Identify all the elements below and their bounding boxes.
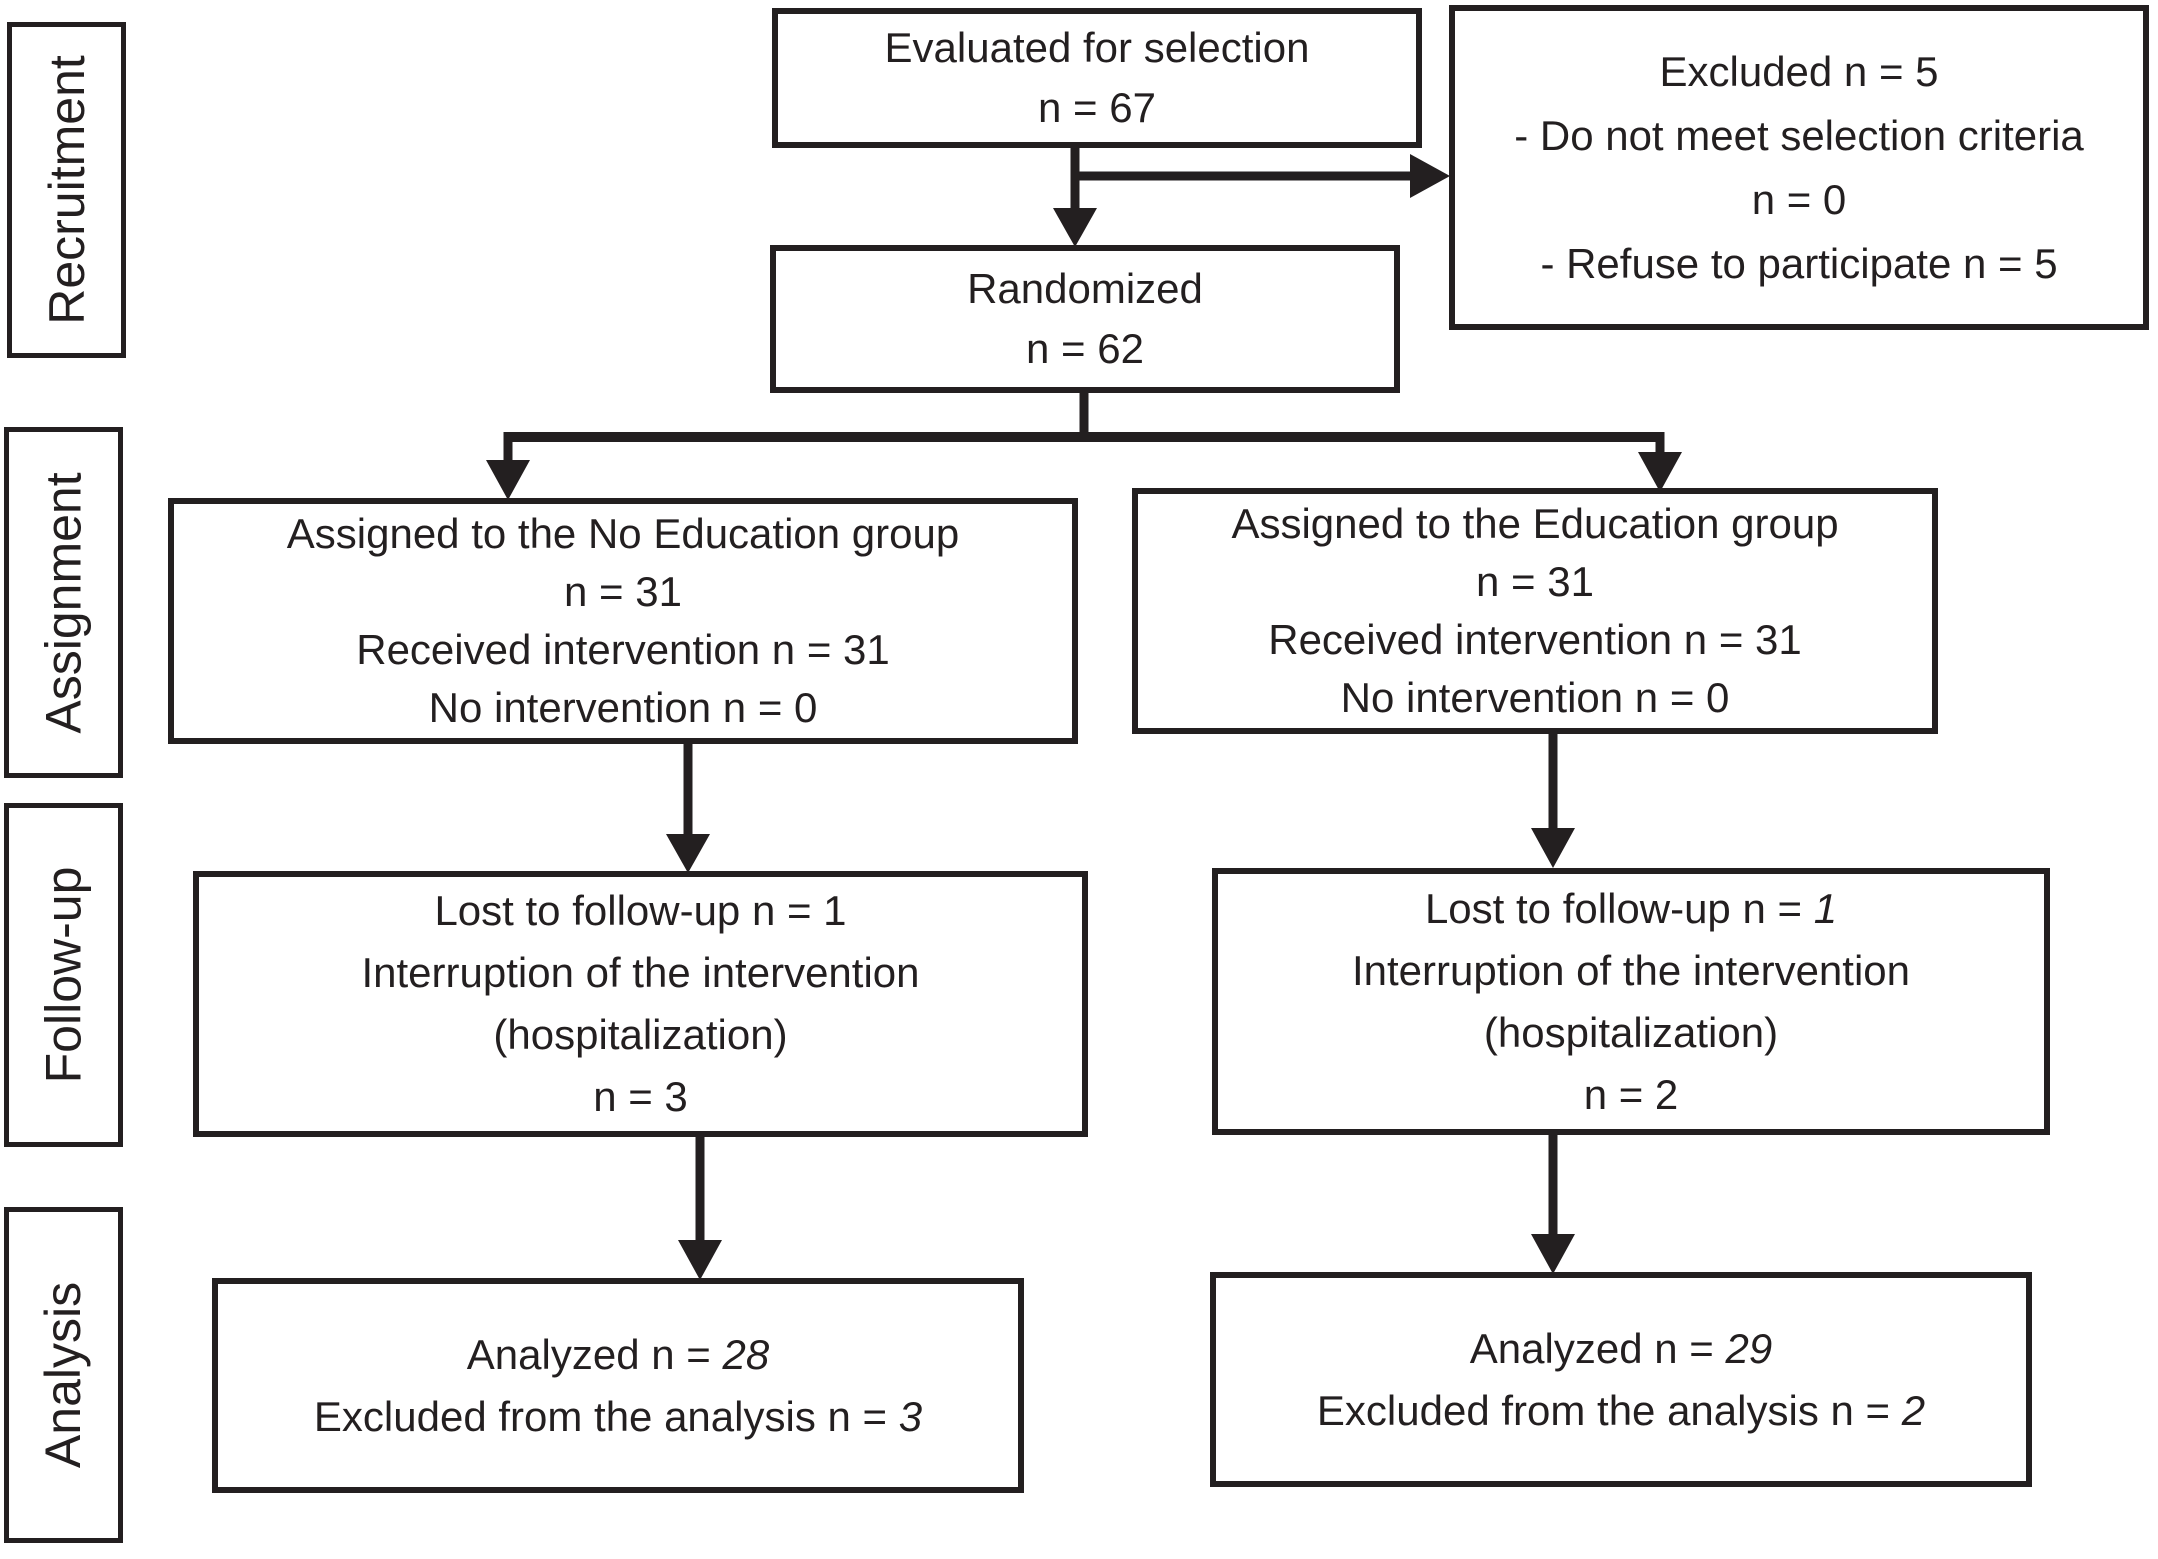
arrow-evaluated-to-excluded <box>1071 154 1450 198</box>
randomized-line-1: Randomized <box>967 265 1203 312</box>
excluded-box: Excluded n = 5 - Do not meet selection c… <box>1449 5 2149 330</box>
followup-no-education-box: Lost to follow-up n = 1 Interruption of … <box>193 871 1088 1137</box>
stage-label-assignment-text: Assignment <box>35 471 92 734</box>
followup-education-line-3: (hospitalization) <box>1483 1008 1779 1056</box>
analysis-education-line-2: Excluded from the analysis n = 2 <box>1317 1380 1925 1442</box>
evaluated-box: Evaluated for selection n = 67 <box>772 8 1422 148</box>
randomized-line-2: n = 62 <box>1026 325 1144 372</box>
excluded-line-4: - Refuse to participate n = 5 <box>1540 239 2058 287</box>
assigned-no-education-line-3: Received intervention n = 31 <box>356 626 890 673</box>
analysis-education-line-1: Analyzed n = 29 <box>1470 1318 1772 1380</box>
followup-no-education-line-1: Lost to follow-up n = 1 <box>434 887 847 934</box>
stage-label-followup: Follow-up <box>4 803 123 1147</box>
assigned-education-line-4: No intervention n = 0 <box>1340 674 1730 721</box>
assigned-education-line-3: Received intervention n = 31 <box>1268 616 1802 663</box>
followup-education-line-2: Interruption of the intervention <box>1351 946 1911 994</box>
excluded-line-1: Excluded n = 5 <box>1659 47 1939 95</box>
analysis-education-line-2-value: 2 <box>1901 1386 1926 1434</box>
analysis-education-box: Analyzed n = 29 Excluded from the analys… <box>1210 1272 2032 1487</box>
assigned-no-education-box: Assigned to the No Education group n = 3… <box>168 498 1078 744</box>
analysis-education-line-1-value: 29 <box>1725 1324 1773 1372</box>
arrow-assigned-no-education-to-followup <box>666 742 710 873</box>
assigned-education-line-2: n = 31 <box>1476 558 1594 605</box>
followup-no-education-line-3: (hospitalization) <box>493 1011 788 1058</box>
assigned-education-line-1: Assigned to the Education group <box>1231 500 1839 547</box>
stage-label-recruitment-text: Recruitment <box>38 55 95 325</box>
followup-no-education-line-2: Interruption of the intervention <box>361 949 920 996</box>
analysis-education-line-2-prefix: Excluded from the analysis n = <box>1316 1386 1902 1434</box>
followup-education-line-1: Lost to follow-up n = 1 <box>1425 878 1837 940</box>
excluded-line-3: n = 0 <box>1751 175 1847 223</box>
analysis-no-education-line-2-prefix: Excluded from the analysis n = <box>313 1392 899 1440</box>
evaluated-line-1: Evaluated for selection <box>884 24 1310 71</box>
followup-education-line-1-prefix: Lost to follow-up n = <box>1424 884 1814 932</box>
randomized-box: Randomized n = 62 <box>770 245 1400 393</box>
analysis-no-education-line-1-value: 28 <box>722 1330 770 1378</box>
arrow-followup-education-to-analysis <box>1531 1133 1575 1274</box>
analysis-no-education-line-1: Analyzed n = 28 <box>467 1324 769 1386</box>
stage-label-assignment: Assignment <box>4 427 123 778</box>
arrow-evaluated-to-randomized <box>1053 146 1097 247</box>
arrow-followup-no-education-to-analysis <box>678 1135 722 1280</box>
arrow-randomized-split <box>486 392 1682 500</box>
stage-label-recruitment: Recruitment <box>7 22 126 358</box>
analysis-no-education-line-2-value: 3 <box>898 1392 923 1440</box>
analysis-education-line-1-prefix: Analyzed n = <box>1469 1324 1726 1372</box>
arrow-assigned-education-to-followup <box>1531 732 1575 868</box>
analysis-no-education-box: Analyzed n = 28 Excluded from the analys… <box>212 1278 1024 1493</box>
stage-label-followup-text: Follow-up <box>35 866 92 1084</box>
stage-label-analysis-text: Analysis <box>35 1281 92 1469</box>
assigned-education-box: Assigned to the Education group n = 31 R… <box>1132 488 1938 734</box>
analysis-no-education-line-2: Excluded from the analysis n = 3 <box>314 1386 922 1448</box>
followup-education-box: Lost to follow-up n = 1 Interruption of … <box>1212 868 2050 1135</box>
assigned-no-education-line-4: No intervention n = 0 <box>428 684 818 731</box>
stage-label-analysis: Analysis <box>4 1207 123 1543</box>
evaluated-line-2: n = 67 <box>1038 84 1156 131</box>
assigned-no-education-line-1: Assigned to the No Education group <box>286 510 960 557</box>
followup-education-line-1-value: 1 <box>1813 884 1838 932</box>
excluded-line-2: - Do not meet selection criteria <box>1514 111 2084 159</box>
analysis-no-education-line-1-prefix: Analyzed n = <box>466 1330 723 1378</box>
followup-education-line-4: n = 2 <box>1583 1070 1679 1118</box>
followup-no-education-line-4: n = 3 <box>593 1073 688 1120</box>
assigned-no-education-line-2: n = 31 <box>564 568 682 615</box>
